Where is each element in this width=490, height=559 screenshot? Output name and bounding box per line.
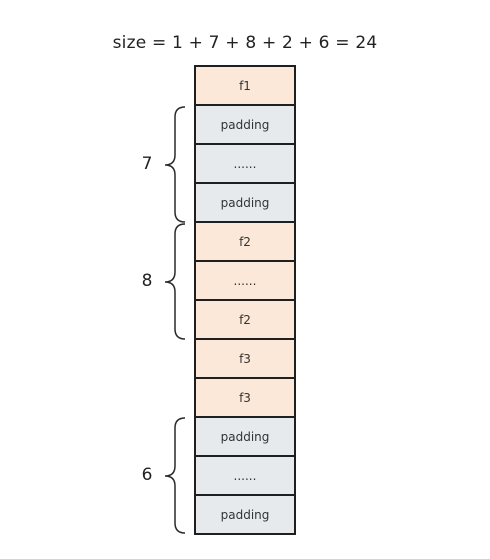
cell-f2: f2 bbox=[196, 223, 294, 262]
cell-f3: f3 bbox=[196, 379, 294, 418]
brace-label-6: 6 bbox=[141, 465, 153, 485]
cell-f3: f3 bbox=[196, 340, 294, 379]
brace-6 bbox=[164, 417, 186, 534]
cell-padding: padding bbox=[196, 106, 294, 145]
cell-f1: f1 bbox=[196, 67, 294, 106]
brace-8 bbox=[164, 223, 186, 340]
brace-label-7: 7 bbox=[141, 154, 153, 174]
cell-f2-ellipsis: ...... bbox=[196, 262, 294, 301]
cell-f2: f2 bbox=[196, 301, 294, 340]
cell-padding: padding bbox=[196, 184, 294, 223]
memory-layout-stack: f1 padding ...... padding f2 ...... f2 f… bbox=[194, 65, 296, 535]
cell-padding-ellipsis: ...... bbox=[196, 145, 294, 184]
cell-padding: padding bbox=[196, 418, 294, 457]
cell-padding-ellipsis: ...... bbox=[196, 457, 294, 496]
diagram-title: size = 1 + 7 + 8 + 2 + 6 = 24 bbox=[112, 33, 378, 53]
brace-7 bbox=[164, 106, 186, 223]
cell-padding: padding bbox=[196, 496, 294, 535]
brace-label-8: 8 bbox=[141, 271, 153, 291]
